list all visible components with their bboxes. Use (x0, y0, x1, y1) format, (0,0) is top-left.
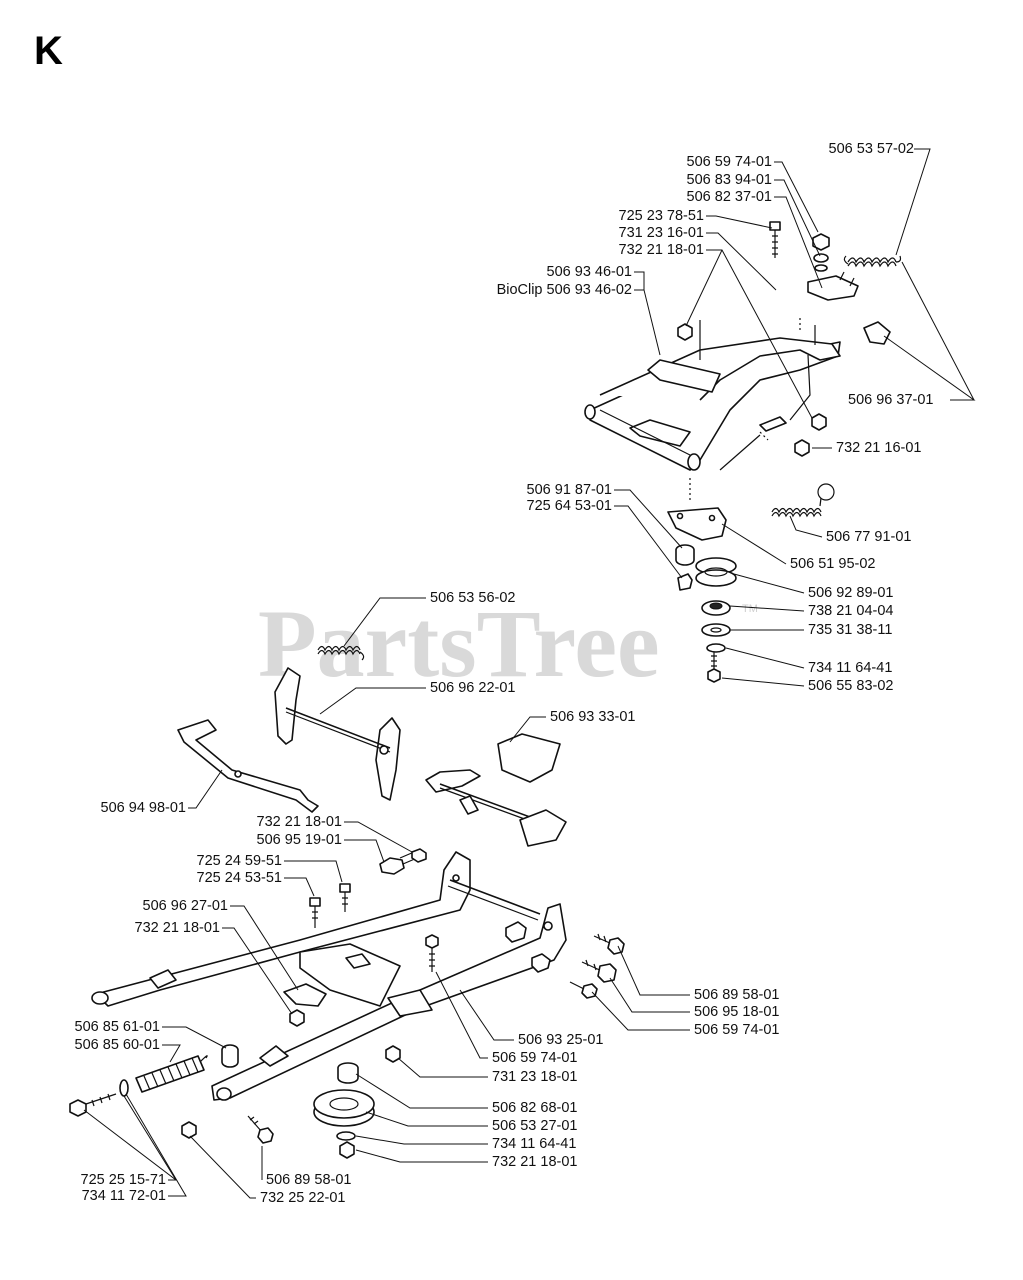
arm-frame-icon (584, 320, 841, 471)
part-label: 734 11 64-41 (808, 660, 892, 676)
part-label: 506 59 74-01 (492, 1050, 577, 1066)
bolt-icon (425, 934, 439, 972)
part-label: 735 31 38-11 (808, 622, 892, 638)
part-label: 725 24 59-51 (197, 853, 282, 869)
part-label: 506 96 37-01 (848, 392, 933, 408)
bolt-icon (69, 1079, 129, 1117)
part-label: 506 85 61-01 (75, 1019, 160, 1035)
part-label: 506 93 46-01 (547, 264, 632, 280)
part-label: 506 93 33-01 (550, 709, 635, 725)
part-label: 732 21 18-01 (619, 242, 704, 258)
part-label: 506 95 19-01 (257, 832, 342, 848)
nut-icon (811, 413, 827, 431)
part-label: 506 51 95-02 (790, 556, 875, 572)
part-label: 506 94 98-01 (101, 800, 186, 816)
part-label: 506 89 58-01 (266, 1172, 351, 1188)
rod-icon (177, 719, 319, 813)
lower-frame-assembly (69, 851, 625, 1159)
lever-assembly-icon (425, 733, 567, 847)
nut-icon (181, 1121, 197, 1139)
part-label: 732 21 18-01 (257, 814, 342, 830)
part-labels: 506 53 57-02 506 59 74-01 506 83 94-01 5… (75, 141, 934, 1206)
part-label: 732 21 16-01 (836, 440, 921, 456)
spacer-icon (675, 544, 695, 566)
nut-icon (794, 439, 810, 457)
leader-lines (83, 148, 976, 1199)
bracket-icon (807, 275, 859, 301)
part-label: 506 93 25-01 (518, 1032, 603, 1048)
spring-icon (135, 1055, 208, 1093)
watermark-tm: TM (742, 603, 758, 615)
part-label: 738 21 04-04 (808, 603, 893, 619)
part-label: 506 53 27-01 (492, 1118, 577, 1134)
bolt-icon (707, 652, 721, 683)
upper-assembly (584, 221, 902, 683)
bearing-icon (701, 600, 731, 616)
bolt-icon (379, 848, 427, 875)
part-label: 731 23 18-01 (492, 1069, 577, 1085)
nut-icon (289, 1009, 305, 1027)
bolt-icon (581, 959, 617, 983)
part-label: 506 96 22-01 (430, 680, 515, 696)
part-label: 506 92 89-01 (808, 585, 893, 601)
part-label: 506 82 37-01 (687, 189, 772, 205)
part-label: 506 96 27-01 (143, 898, 228, 914)
nut-icon (677, 323, 693, 341)
washer-icon (706, 643, 726, 653)
part-label: 506 85 60-01 (75, 1037, 160, 1053)
bolt-icon (593, 933, 625, 955)
part-label: 506 77 91-01 (826, 529, 911, 545)
part-label: 725 64 53-01 (527, 498, 612, 514)
part-label: 725 25 15-71 (81, 1172, 166, 1188)
watermark-text: PartsTree (258, 590, 660, 697)
bolt-icon (339, 883, 351, 912)
section-letter: K (34, 29, 63, 73)
part-label: 506 59 74-01 (694, 1022, 779, 1038)
bolt-icon (812, 233, 830, 272)
part-label: 506 59 74-01 (687, 154, 772, 170)
bolt-icon (677, 573, 693, 591)
part-label: 506 82 68-01 (492, 1100, 577, 1116)
part-label: 725 24 53-51 (197, 870, 282, 886)
nut-icon (385, 1045, 401, 1063)
part-label: 506 89 58-01 (694, 987, 779, 1003)
spring-icon (843, 255, 902, 268)
middle-assembly (177, 645, 567, 875)
pulley-icon (313, 1062, 375, 1127)
part-label: 506 91 87-01 (527, 482, 612, 498)
part-label: 506 83 94-01 (687, 172, 772, 188)
pulley-icon (695, 557, 737, 587)
washer-icon (701, 623, 731, 637)
part-label: 732 21 18-01 (135, 920, 220, 936)
part-label: 506 95 18-01 (694, 1004, 779, 1020)
clip-icon (863, 321, 891, 345)
part-label: 734 11 72-01 (82, 1188, 166, 1204)
plate-icon (667, 507, 727, 541)
bolt-icon (309, 897, 321, 928)
spring-icon (771, 483, 835, 518)
spring-icon (317, 645, 365, 661)
spacer-icon (221, 1044, 239, 1068)
main-frame-icon (91, 851, 567, 1101)
part-label: 732 21 18-01 (492, 1154, 577, 1170)
part-label: 731 23 16-01 (619, 225, 704, 241)
part-label: 506 55 83-02 (808, 678, 893, 694)
part-label: 506 53 56-02 (430, 590, 515, 606)
part-label: 506 53 57-02 (829, 141, 914, 157)
parts-tree-watermark: PartsTree TM (258, 590, 758, 697)
nut-icon (339, 1141, 355, 1159)
part-label: BioClip 506 93 46-02 (497, 282, 632, 298)
part-label: 732 25 22-01 (260, 1190, 345, 1206)
shaft-bracket-icon (274, 667, 401, 801)
bolt-icon (569, 981, 598, 999)
part-label: 734 11 64-41 (492, 1136, 576, 1152)
bolt-icon (247, 1115, 274, 1144)
part-label: 725 23 78-51 (619, 208, 704, 224)
washer-icon (336, 1131, 356, 1141)
